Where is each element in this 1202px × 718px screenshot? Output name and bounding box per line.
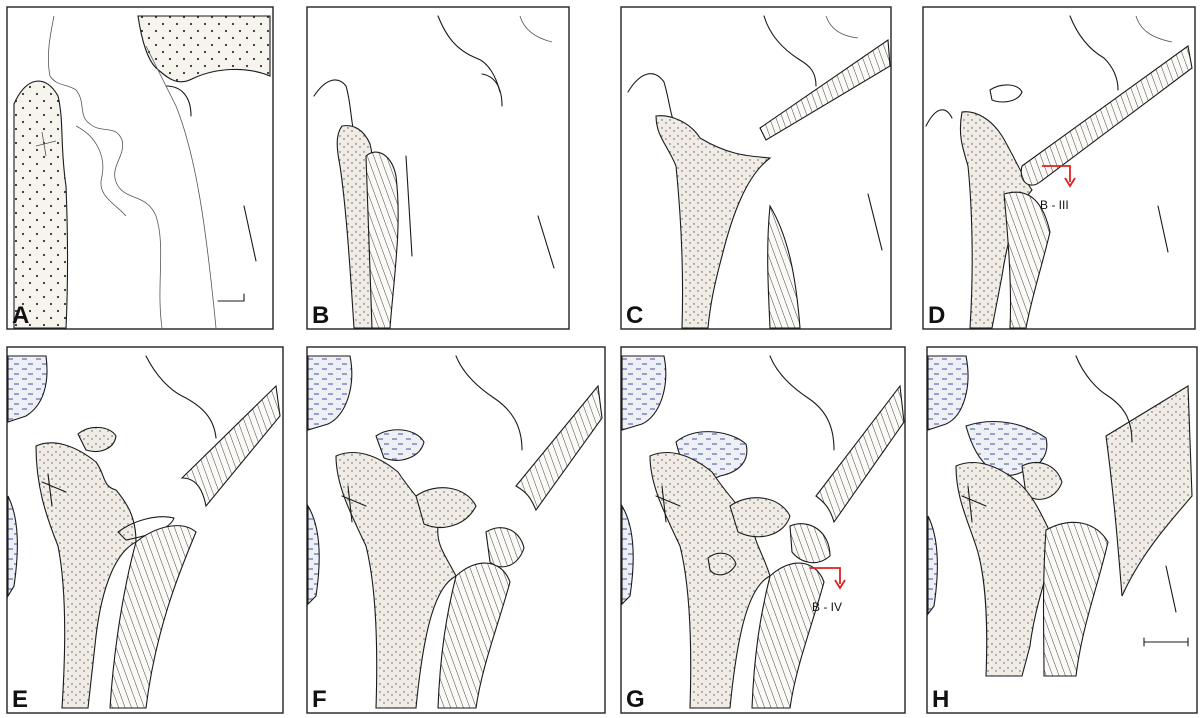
panel-b-drawing [306,6,570,330]
panel-g-drawing [620,346,906,714]
panel-g: B - IV G [620,346,906,714]
panel-b: B [306,6,570,330]
panel-f: F [306,346,606,714]
panel-c-drawing [620,6,892,330]
panel-a: A [6,6,274,330]
panel-label-c: C [626,304,643,328]
panel-a-drawing [6,6,274,330]
panel-label-d: D [928,304,945,328]
panel-e: E [6,346,284,714]
panel-label-e: E [12,688,28,712]
panel-d-drawing [922,6,1196,330]
panel-label-f: F [312,688,327,712]
panel-c: C [620,6,892,330]
callout-b-iv: B - IV [812,600,842,614]
panel-e-drawing [6,346,284,714]
panel-f-drawing [306,346,606,714]
panel-label-a: A [12,304,29,328]
panel-label-b: B [312,304,329,328]
panel-label-h: H [932,688,949,712]
panel-h: H [926,346,1198,714]
callout-b-iii: B - III [1040,198,1069,212]
panel-h-drawing [926,346,1198,714]
panel-d: B - III D [922,6,1196,330]
panel-label-g: G [626,688,645,712]
